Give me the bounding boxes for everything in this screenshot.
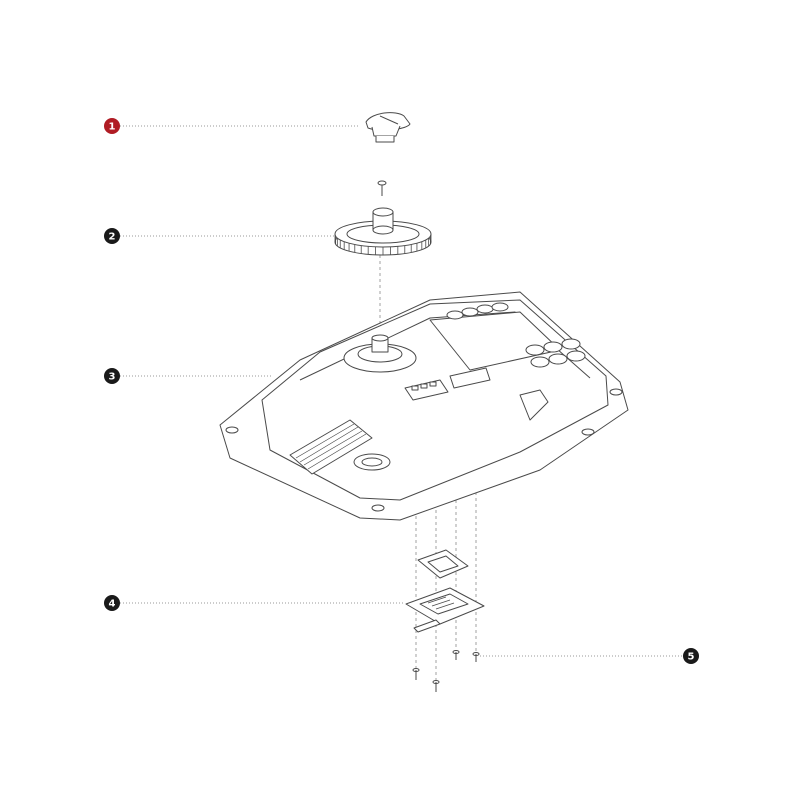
chassis-speaker-inner [361,457,383,467]
gear-hub-top [372,207,394,217]
chassis-vents-right [525,338,586,368]
knob-ridge [379,115,399,125]
part-board [405,549,485,633]
callout-4-circle[interactable] [104,595,120,611]
chassis-bracket [519,389,549,421]
callout-1-circle[interactable] [104,118,120,134]
leader-lines [120,125,683,657]
keypad-key-2 [420,383,428,389]
callout-3-circle[interactable] [104,368,120,384]
callout-2-circle[interactable] [104,228,120,244]
chassis-shaft-top [371,334,389,342]
keypad-key-1 [411,385,419,391]
chassis-heatsink [289,419,373,475]
callout-5-number: 5 [688,652,695,663]
callout-2-number: 2 [109,232,116,243]
chassis-mount-holes [225,388,623,512]
board-gasket-inner [427,555,459,573]
part-screws [412,650,480,692]
callout-1-number: 1 [109,122,116,133]
gear-hub-bottom [372,225,394,235]
board-chip [419,593,469,615]
heatsink-fins [295,423,367,470]
part-knob [365,112,411,143]
chassis-keypad [404,379,449,401]
callout-3[interactable]: 3 [104,368,120,384]
screw-c [452,650,460,660]
screw-head [377,180,387,186]
board-clip [413,619,441,633]
part-chassis [219,291,629,521]
chassis-display [449,367,491,389]
callout-5-circle[interactable] [683,648,699,664]
chassis-vents-top [446,302,509,320]
callout-3-number: 3 [109,372,116,383]
callout-5[interactable]: 5 [683,648,699,664]
screw-b [432,680,440,692]
knob-base [375,136,395,143]
knob-stem [371,125,401,137]
callout-4[interactable]: 4 [104,595,120,611]
gear-teeth [334,234,432,255]
keypad-key-3 [429,381,437,387]
screw-5 [472,652,480,662]
callout-2[interactable]: 2 [104,228,120,244]
part-gear-screw [377,180,387,196]
board-contacts [427,596,455,610]
callout-1[interactable]: 1 [104,118,120,134]
part-gear [334,207,432,256]
callout-4-number: 4 [109,599,116,610]
screw-a [412,668,420,680]
